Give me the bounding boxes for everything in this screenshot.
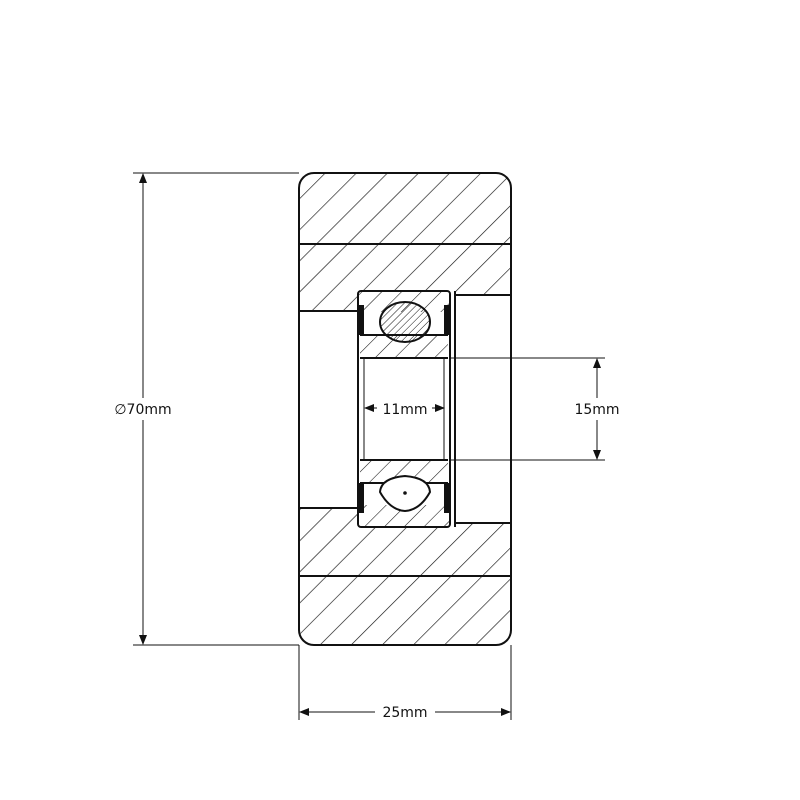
bore-label: 15mm xyxy=(574,402,619,418)
dimension-width: 25mm xyxy=(298,645,512,721)
width-label: 25mm xyxy=(382,705,427,721)
dimension-bore: 15mm xyxy=(450,357,620,461)
bearing-section xyxy=(357,290,456,528)
dimension-bearing-width: 11mm xyxy=(364,402,445,418)
bearing-width-label: 11mm xyxy=(382,402,427,418)
hub-section xyxy=(299,244,511,576)
ball-section xyxy=(379,301,431,343)
dimension-outer-diameter: ∅70mm xyxy=(108,172,299,646)
outer-diameter-label: ∅70mm xyxy=(114,402,171,418)
